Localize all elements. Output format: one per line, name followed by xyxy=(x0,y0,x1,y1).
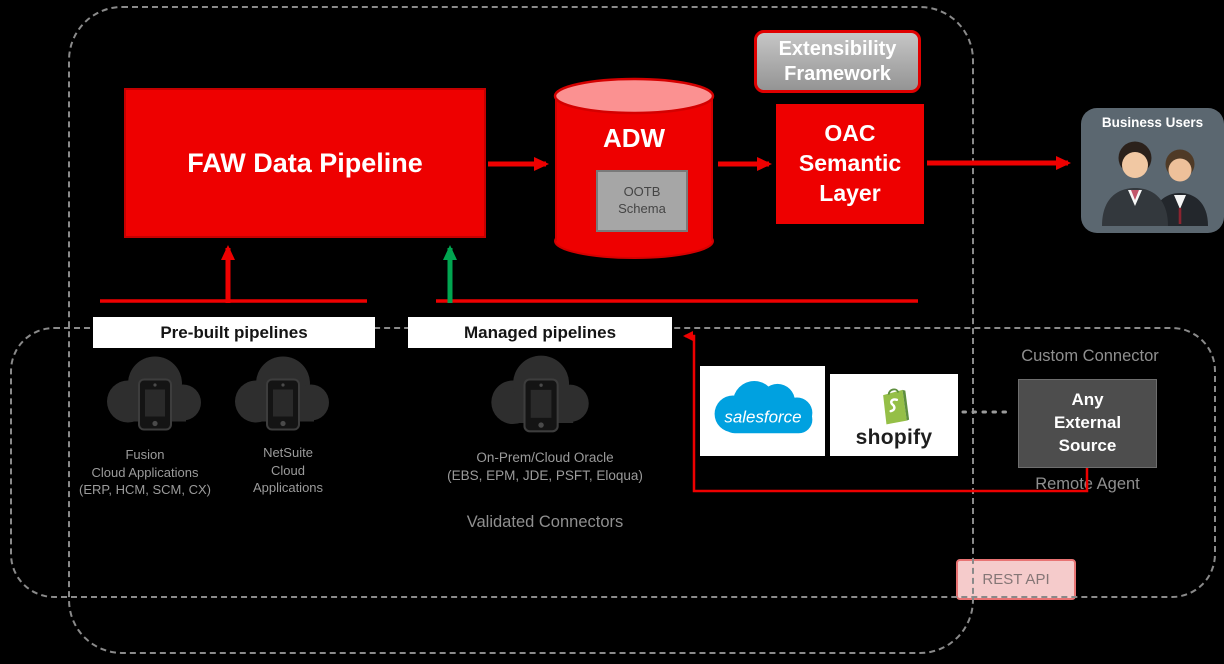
fusion-apps-label: Fusion Cloud Applications (ERP, HCM, SCM… xyxy=(79,447,211,498)
rest-api-label: REST API xyxy=(982,571,1050,588)
ootb-schema-label: OOTB Schema xyxy=(618,184,666,216)
business-users-label: Business Users xyxy=(1101,115,1204,130)
fusion-cloud-app-icon xyxy=(98,345,208,442)
faw-data-pipeline-label: FAW Data Pipeline xyxy=(187,147,423,178)
managed-pipelines-bar: Managed pipelines xyxy=(408,317,672,348)
any-external-source-box: Any External Source xyxy=(1018,379,1157,468)
remote-agent-label: Remote Agent xyxy=(1035,474,1140,493)
validated-connectors-label: Validated Connectors xyxy=(466,513,624,531)
oac-semantic-layer-label: OAC Semantic Layer xyxy=(798,120,902,206)
netsuite-cloud-app-icon xyxy=(226,345,336,442)
adw-label: ADW xyxy=(602,123,666,153)
analytics-platform-boundary xyxy=(68,6,974,654)
business-users-card: Business Users xyxy=(1081,108,1224,233)
netsuite-apps-label: NetSuite Cloud Applications xyxy=(252,445,324,496)
onprem-oracle-cloud-app-icon xyxy=(482,344,596,444)
any-external-source-label: Any External Source xyxy=(1053,390,1122,455)
prebuilt-pipelines-label: Pre-built pipelines xyxy=(160,322,308,342)
shopify-wordmark: shopify xyxy=(855,425,933,449)
oac-semantic-layer-box: OAC Semantic Layer xyxy=(776,104,924,224)
rest-api-box: REST API xyxy=(956,559,1076,600)
shopify-bag-icon xyxy=(883,387,910,424)
faw-data-pipeline-box: FAW Data Pipeline xyxy=(124,88,486,238)
extensibility-framework-label: Extensibility Framework xyxy=(778,37,897,85)
onprem-oracle-label: On-Prem/Cloud Oracle (EBS, EPM, JDE, PSF… xyxy=(447,450,643,484)
managed-pipelines-label: Managed pipelines xyxy=(463,322,617,342)
custom-connector-label: Custom Connector xyxy=(1021,346,1159,365)
salesforce-wordmark: salesforce xyxy=(724,408,801,427)
shopify-logo: shopify xyxy=(830,374,958,456)
extensibility-framework-box: Extensibility Framework xyxy=(754,30,921,93)
salesforce-cloud-icon: salesforce xyxy=(714,380,813,434)
business-users-icon xyxy=(1101,141,1208,226)
database-cylinder-icon xyxy=(553,77,715,259)
salesforce-logo: salesforce xyxy=(700,366,825,456)
prebuilt-pipelines-bar: Pre-built pipelines xyxy=(93,317,375,348)
ootb-schema-box: OOTB Schema xyxy=(596,170,688,232)
adw-database: ADW OOTB Schema xyxy=(552,76,716,262)
